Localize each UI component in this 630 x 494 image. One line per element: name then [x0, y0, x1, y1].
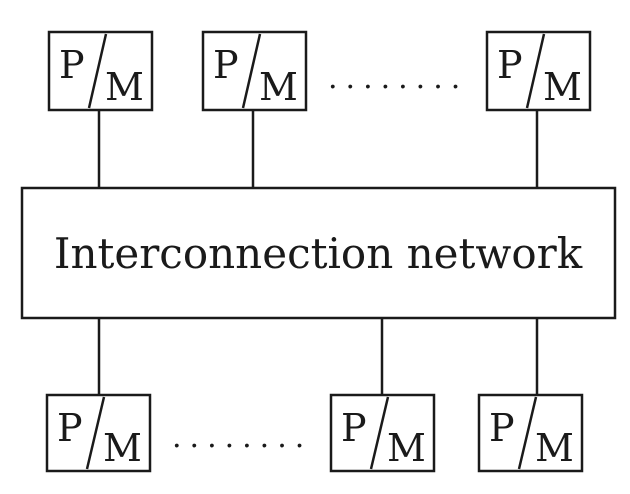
bottom-connectors: [97, 318, 539, 395]
memory-label: M: [259, 65, 298, 109]
processor-label: P: [497, 43, 523, 87]
memory-label: M: [535, 426, 574, 470]
node-divider: [87, 33, 108, 109]
node-divider: [369, 396, 390, 470]
node-box: [45, 393, 152, 473]
memory-label: M: [387, 426, 426, 470]
processor-label: P: [213, 43, 239, 87]
node-divider: [517, 396, 538, 470]
memory-label: M: [105, 65, 144, 109]
node-divider: [525, 33, 546, 109]
node-box: [329, 393, 436, 473]
bottom-ellipsis: ........: [172, 420, 312, 455]
bottom-node-3: P M: [477, 393, 584, 473]
node-divider: [241, 33, 262, 109]
network-label: Interconnection network: [54, 229, 583, 278]
node-box: [201, 30, 308, 112]
memory-label: M: [543, 65, 582, 109]
bottom-node-2: P M: [329, 393, 436, 473]
network-box: [20, 186, 617, 320]
top-node-3: P M: [485, 30, 592, 112]
node-box: [485, 30, 592, 112]
processor-label: P: [57, 406, 83, 450]
interconnection-network: Interconnection network: [20, 186, 617, 320]
processor-label: P: [341, 406, 367, 450]
top-node-1: P M: [47, 30, 154, 112]
memory-label: M: [103, 426, 142, 470]
processor-label: P: [489, 406, 515, 450]
top-connectors: [97, 110, 539, 188]
processor-label: P: [59, 43, 85, 87]
bottom-node-1: P M: [45, 393, 152, 473]
node-box: [47, 30, 154, 112]
top-node-2: P M: [201, 30, 308, 112]
node-box: [477, 393, 584, 473]
top-ellipsis: ........: [328, 61, 468, 96]
node-divider: [85, 396, 106, 470]
